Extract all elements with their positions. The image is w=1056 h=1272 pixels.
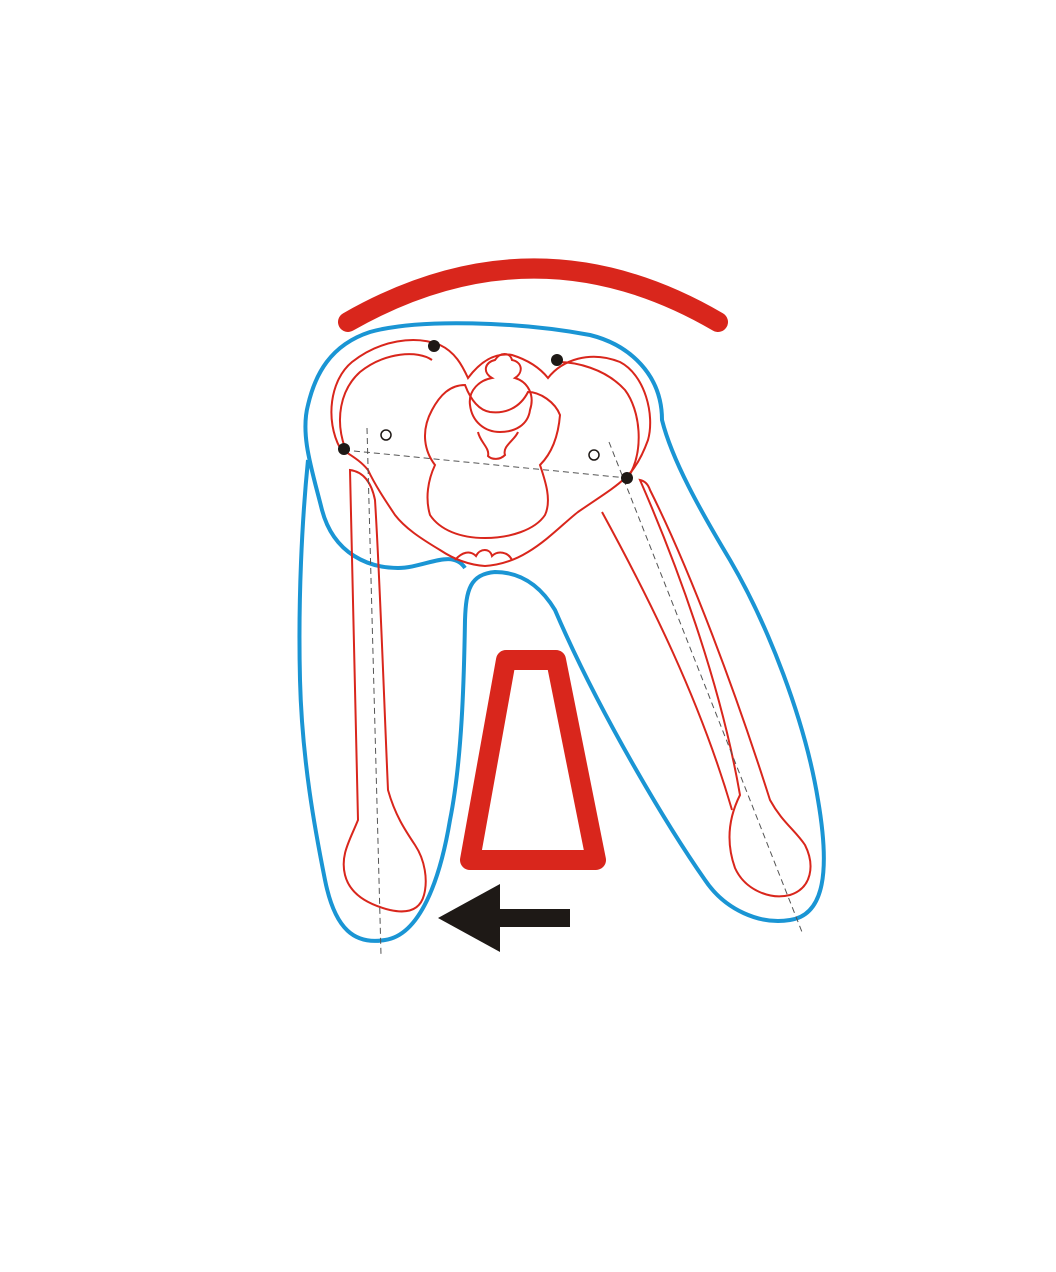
right-ilium-inner [557, 361, 640, 479]
right-femur-axis [608, 441, 803, 933]
landmark-left-open [380, 429, 392, 441]
left-femur [342, 468, 427, 913]
landmark-left-hip [338, 443, 350, 455]
vertebra-process [477, 431, 519, 460]
pelvis-outline [330, 339, 652, 568]
landmark-right-open [588, 449, 600, 461]
top-pad [338, 258, 728, 332]
abduction-wedge [460, 650, 606, 870]
pubic-symphysis [454, 549, 513, 561]
right-femur [638, 478, 812, 898]
pelvic-axis-line [343, 449, 628, 479]
left-arrow-icon [438, 884, 570, 952]
left-ilium-inner [339, 353, 433, 449]
pelvic-inlet [424, 383, 562, 540]
landmark-left-top [428, 340, 440, 352]
vertebra [468, 353, 533, 434]
landmark-right-hip [621, 472, 633, 484]
body-outline [297, 321, 826, 943]
landmark-right-top [551, 354, 563, 366]
left-femur-axis [366, 427, 382, 956]
right-femur-shaft-inner [601, 511, 733, 811]
